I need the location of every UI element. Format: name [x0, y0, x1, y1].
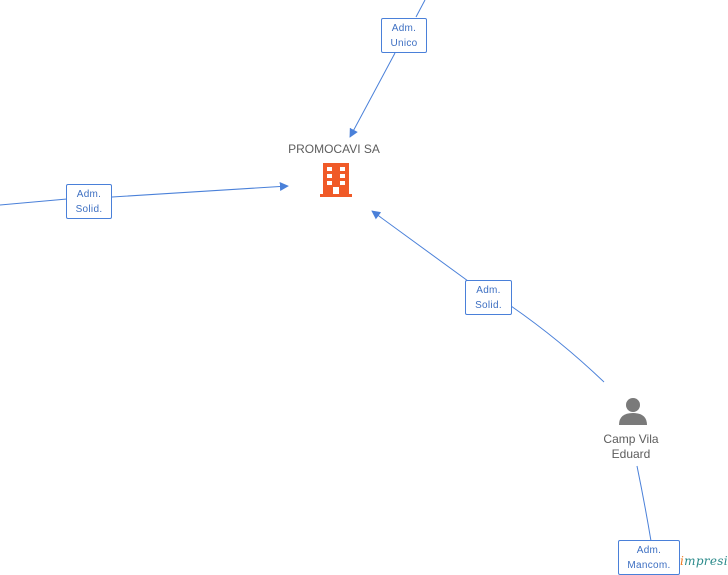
- person-name-line2: Eduard: [611, 447, 651, 461]
- company-label[interactable]: PROMOCAVI SA: [274, 142, 394, 157]
- edge-label-left[interactable]: Adm. Solid.: [66, 184, 112, 219]
- building-icon[interactable]: [320, 163, 352, 197]
- edge-label-middle-line2: Solid.: [475, 300, 502, 311]
- edge-label-person-to-company[interactable]: Adm. Solid.: [465, 280, 512, 315]
- brand-logo-initial: i: [680, 554, 685, 568]
- edge-label-left-line1: Adm.: [76, 189, 102, 200]
- brand-logo-text: mpresia: [684, 554, 728, 568]
- edge-line-bottom[interactable]: [636, 465, 652, 542]
- edge-label-top-line1: Adm.: [391, 23, 417, 34]
- person-label[interactable]: Camp Vila Eduard: [583, 432, 679, 462]
- brand-logo: impresia: [680, 554, 728, 568]
- person-name-line1: Camp Vila: [603, 432, 659, 446]
- edge-label-left-line2: Solid.: [75, 204, 103, 215]
- edge-line-left[interactable]: [0, 186, 288, 206]
- edge-label-bottom-line2: Mancom.: [627, 560, 671, 571]
- edge-label-top-line2: Unico: [390, 38, 418, 49]
- person-icon[interactable]: [619, 398, 647, 425]
- edge-line-person-to-company[interactable]: [372, 211, 605, 383]
- edge-label-middle-line1: Adm.: [476, 285, 501, 296]
- edge-label-bottom-line1: Adm.: [636, 545, 662, 556]
- company-name: PROMOCAVI SA: [288, 142, 380, 156]
- edge-line-top[interactable]: [350, 0, 426, 137]
- edge-label-bottom[interactable]: Adm. Mancom.: [618, 540, 680, 575]
- edge-label-top[interactable]: Adm. Unico: [381, 18, 427, 53]
